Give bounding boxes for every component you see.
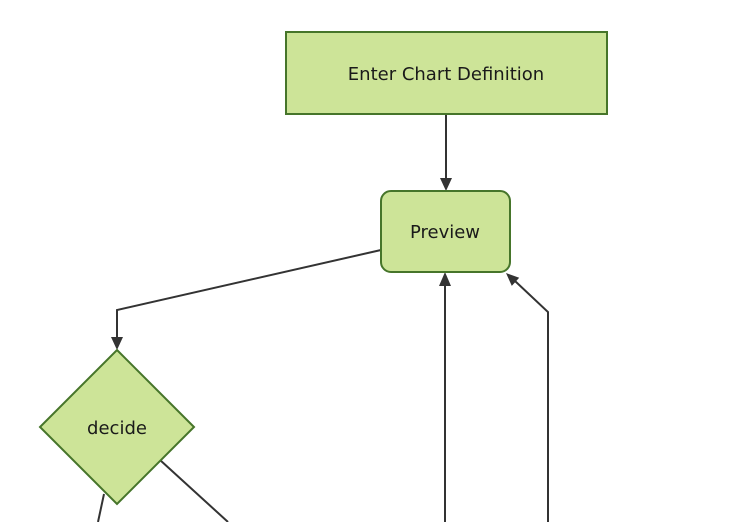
edge-line: [97, 493, 105, 522]
node-label: decide: [87, 418, 147, 439]
node-rectangle: [285, 31, 608, 115]
edge-bottom-to-preview-corner: [506, 273, 549, 522]
node-preview: Preview: [380, 190, 511, 273]
edge-enter-to-preview: [440, 114, 452, 191]
edge-preview-to-decide: [111, 249, 382, 350]
edge-line: [159, 459, 229, 522]
edge-line: [116, 249, 382, 338]
edge-decide-exit-left: [97, 493, 105, 522]
arrowhead-down-icon: [111, 337, 123, 350]
node-label: Preview: [410, 222, 480, 243]
edge-bottom-to-preview: [439, 272, 451, 522]
node-decide: decide: [38, 348, 196, 506]
node-label: Enter Chart Definition: [348, 64, 544, 85]
edge-decide-exit-right: [159, 459, 229, 522]
node-enter-chart-definition: Enter Chart Definition: [285, 31, 608, 115]
edge-line: [514, 280, 549, 522]
arrowhead-up-left-icon: [506, 273, 520, 286]
node-diamond: [38, 348, 196, 506]
node-rounded-rectangle: [380, 190, 511, 273]
arrowhead-down-icon: [440, 178, 452, 191]
arrowhead-up-icon: [439, 272, 451, 286]
